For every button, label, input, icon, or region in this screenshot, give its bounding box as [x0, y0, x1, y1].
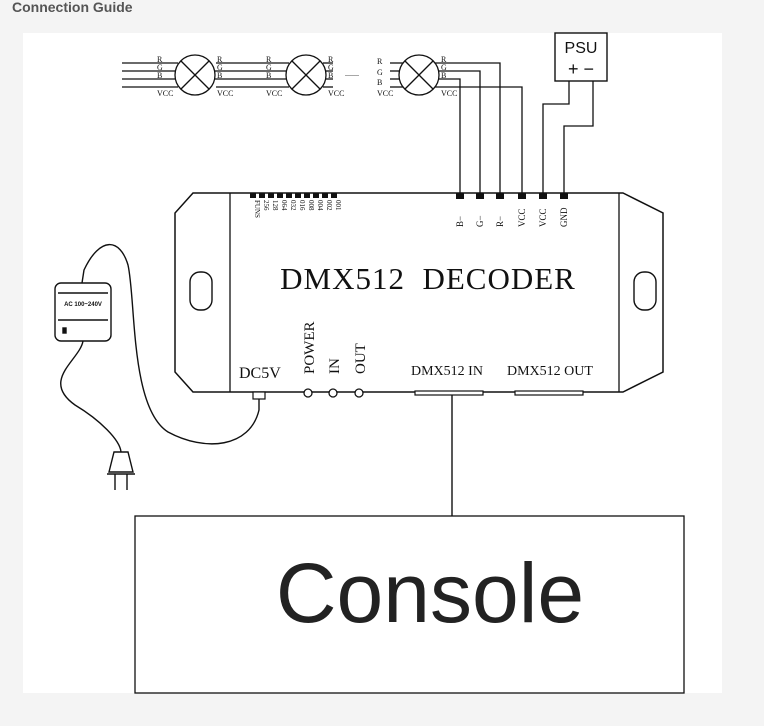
adapter-label: AC 100~240V [64, 302, 102, 308]
lamp-2-right-pin-b: B [328, 71, 333, 80]
output-terminal-label: R− [495, 216, 505, 227]
dip-switch-label: 001 [334, 200, 342, 211]
right-mount-slot [633, 271, 657, 311]
lamp-2-left-pin-r: R [266, 55, 272, 64]
lamp-1-left-pin-r: R [157, 55, 163, 64]
power-led [303, 388, 313, 398]
power-adapter [54, 243, 260, 490]
lamp-2-right-pin-r: R [328, 55, 334, 64]
indicator-in: IN [327, 358, 343, 374]
lamp-1-left-pin-g: G [157, 63, 163, 72]
lamp-3 [398, 54, 440, 96]
dip-switch [277, 193, 283, 198]
dip-switch-label: 004 [316, 200, 324, 211]
dip-switch-label: 032 [289, 200, 297, 211]
dip-switch-label: 128 [271, 200, 279, 211]
output-terminal [456, 193, 464, 199]
indicator-power: POWER [302, 322, 318, 375]
dmx512-out-port [514, 390, 584, 396]
lamp-2-right-pin-vcc: VCC [328, 89, 344, 98]
dip-switch [259, 193, 265, 198]
dip-switch-label: FUNS [253, 200, 261, 218]
dip-switch-label: 256 [262, 200, 270, 211]
dip-switch [304, 193, 310, 198]
lamp-3-right-pin-g: G [441, 63, 447, 72]
page-heading: Connection Guide [12, 0, 133, 15]
dmx512-in-port [414, 390, 484, 396]
lamp-chain-ellipsis: ....... [345, 69, 359, 78]
dip-switch [331, 193, 337, 198]
dmx512-in-label: DMX512 IN [411, 364, 483, 379]
output-terminals: B− G− R− VCC VCC GND [455, 193, 569, 227]
lamp-2-right-pin-g: G [328, 63, 334, 72]
lamp-1-right-pin-vcc: VCC [217, 89, 233, 98]
dip-switch [250, 193, 256, 198]
output-terminal-label: B− [455, 216, 465, 227]
lamp-3-right-pin-b: B [441, 71, 446, 80]
lamp-2-left-pin-b: B [266, 71, 271, 80]
output-terminal [518, 193, 526, 199]
lamp-2 [285, 54, 327, 96]
dmx512-out-label: DMX512 OUT [507, 364, 593, 379]
dip-switch-label: 002 [325, 200, 333, 211]
output-terminal [560, 193, 568, 199]
lamp-2-left-pin-g: G [266, 63, 272, 72]
dc5v-label: DC5V [239, 365, 281, 382]
dip-switch [313, 193, 319, 198]
dip-switch-label: 008 [307, 200, 315, 211]
console-label: Console [276, 546, 584, 640]
output-terminal-label: VCC [538, 208, 548, 227]
lamp-3-left-pin-vcc: VCC [377, 89, 393, 98]
decoder-title: DMX512 DECODER [280, 261, 576, 296]
lamp-1 [174, 54, 216, 96]
lamp-1-right-pin-b: B [217, 71, 222, 80]
lamp-2-left-pin-vcc: VCC [266, 89, 282, 98]
lamp-chain [122, 54, 440, 96]
indicator-out: OUT [353, 343, 369, 374]
dip-switch [322, 193, 328, 198]
lamp-pin-labels: R G B VCC R G B VCC R G B VCC R G B VCC … [157, 55, 457, 98]
dip-switch [268, 193, 274, 198]
lamp-3-left-pin-b: B [377, 78, 382, 87]
lamp-1-right-pin-r: R [217, 55, 223, 64]
lamp-3-right-pin-vcc: VCC [441, 89, 457, 98]
lamp-1-left-pin-b: B [157, 71, 162, 80]
in-led [328, 388, 338, 398]
psu-terminals: + − [568, 59, 594, 79]
console: Console [134, 515, 685, 694]
psu-label: PSU [565, 40, 598, 57]
output-terminal [496, 193, 504, 199]
out-led [354, 388, 364, 398]
output-terminal-label: GND [559, 207, 569, 227]
dip-switch-label: 016 [298, 200, 306, 211]
dip-switch [286, 193, 292, 198]
psu: PSU + − [542, 32, 608, 195]
lamp-3-left-pin-r: R [377, 57, 383, 66]
output-terminal [476, 193, 484, 199]
output-terminal [539, 193, 547, 199]
lamp-3-right-pin-r: R [441, 55, 447, 64]
lamp-1-left-pin-vcc: VCC [157, 89, 173, 98]
dip-switch [295, 193, 301, 198]
left-mount-slot [189, 271, 213, 311]
lamp-1-right-pin-g: G [217, 63, 223, 72]
output-terminal-label: G− [475, 215, 485, 227]
output-terminal-label: VCC [517, 208, 527, 227]
dip-switch-label: 064 [280, 200, 288, 211]
adapter-body [54, 282, 112, 342]
lamp-3-left-pin-g: G [377, 68, 383, 77]
dc5v-jack [252, 391, 266, 400]
lamp-to-decoder-wires [435, 62, 523, 195]
